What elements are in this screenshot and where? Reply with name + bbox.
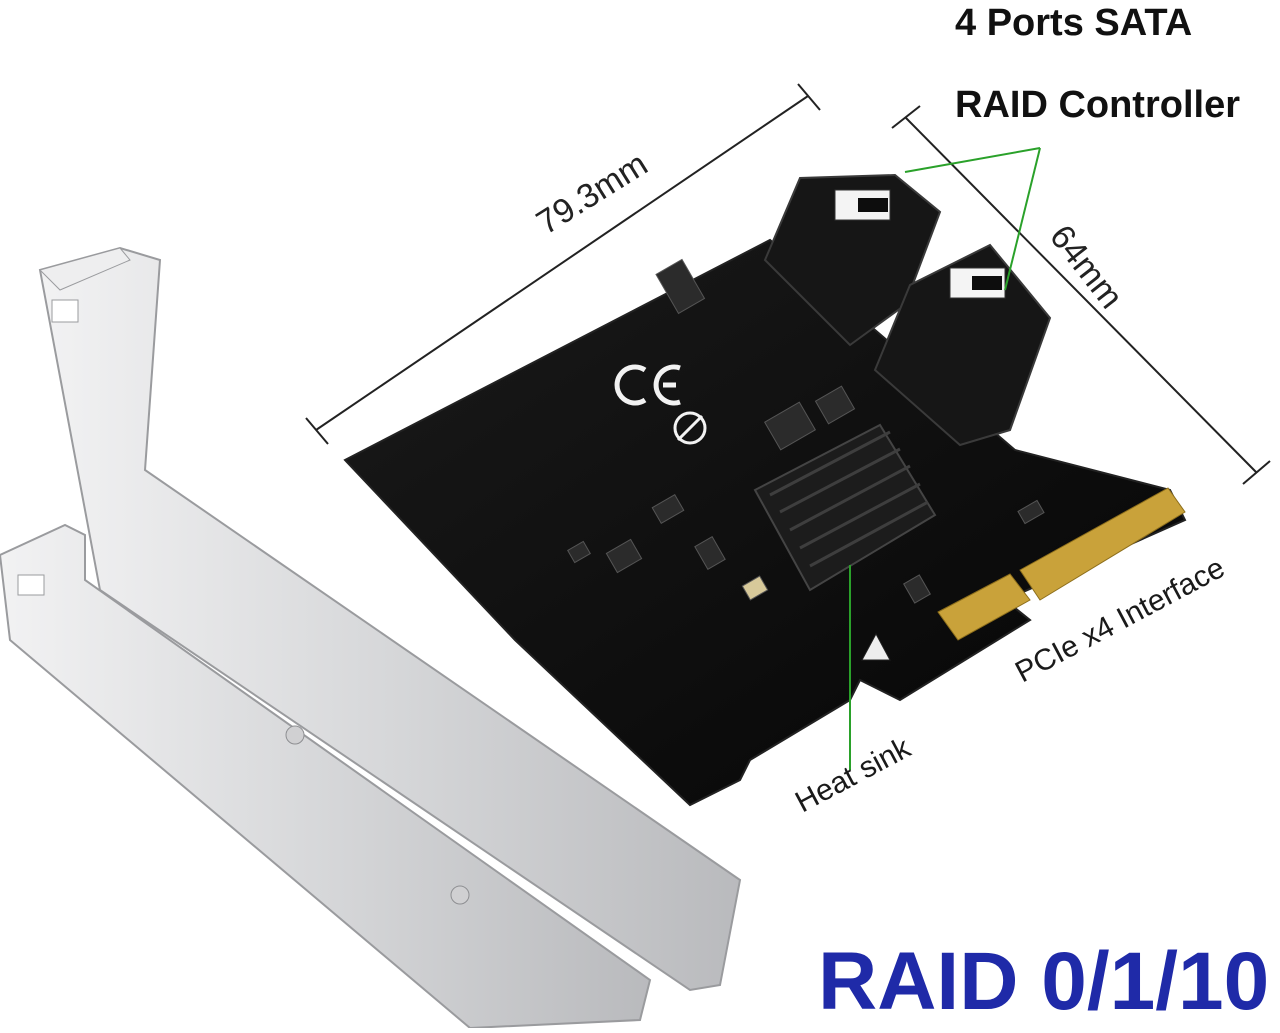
pcie-gold-fingers bbox=[937, 487, 1186, 641]
low-profile-bracket bbox=[0, 523, 652, 1030]
raid-modes-label: RAID 0/1/10 bbox=[818, 936, 1270, 1027]
dimension-width-line bbox=[305, 83, 821, 445]
product-title-line-1: 4 Ports SATA bbox=[955, 2, 1193, 44]
dimension-height-line bbox=[891, 105, 1271, 485]
pcb-components bbox=[567, 258, 1045, 604]
pcb-board bbox=[343, 238, 1187, 807]
sata-port-2 bbox=[873, 243, 1052, 447]
esd-warning-icon bbox=[861, 632, 891, 661]
heat-sink bbox=[753, 423, 937, 592]
ce-mark-icon bbox=[614, 364, 681, 406]
product-title-line-2: RAID Controller bbox=[955, 84, 1240, 126]
title-callout-lines bbox=[904, 147, 1041, 291]
pb-free-icon bbox=[673, 411, 707, 445]
full-height-bracket bbox=[38, 246, 742, 992]
sata-port-1 bbox=[763, 173, 942, 347]
